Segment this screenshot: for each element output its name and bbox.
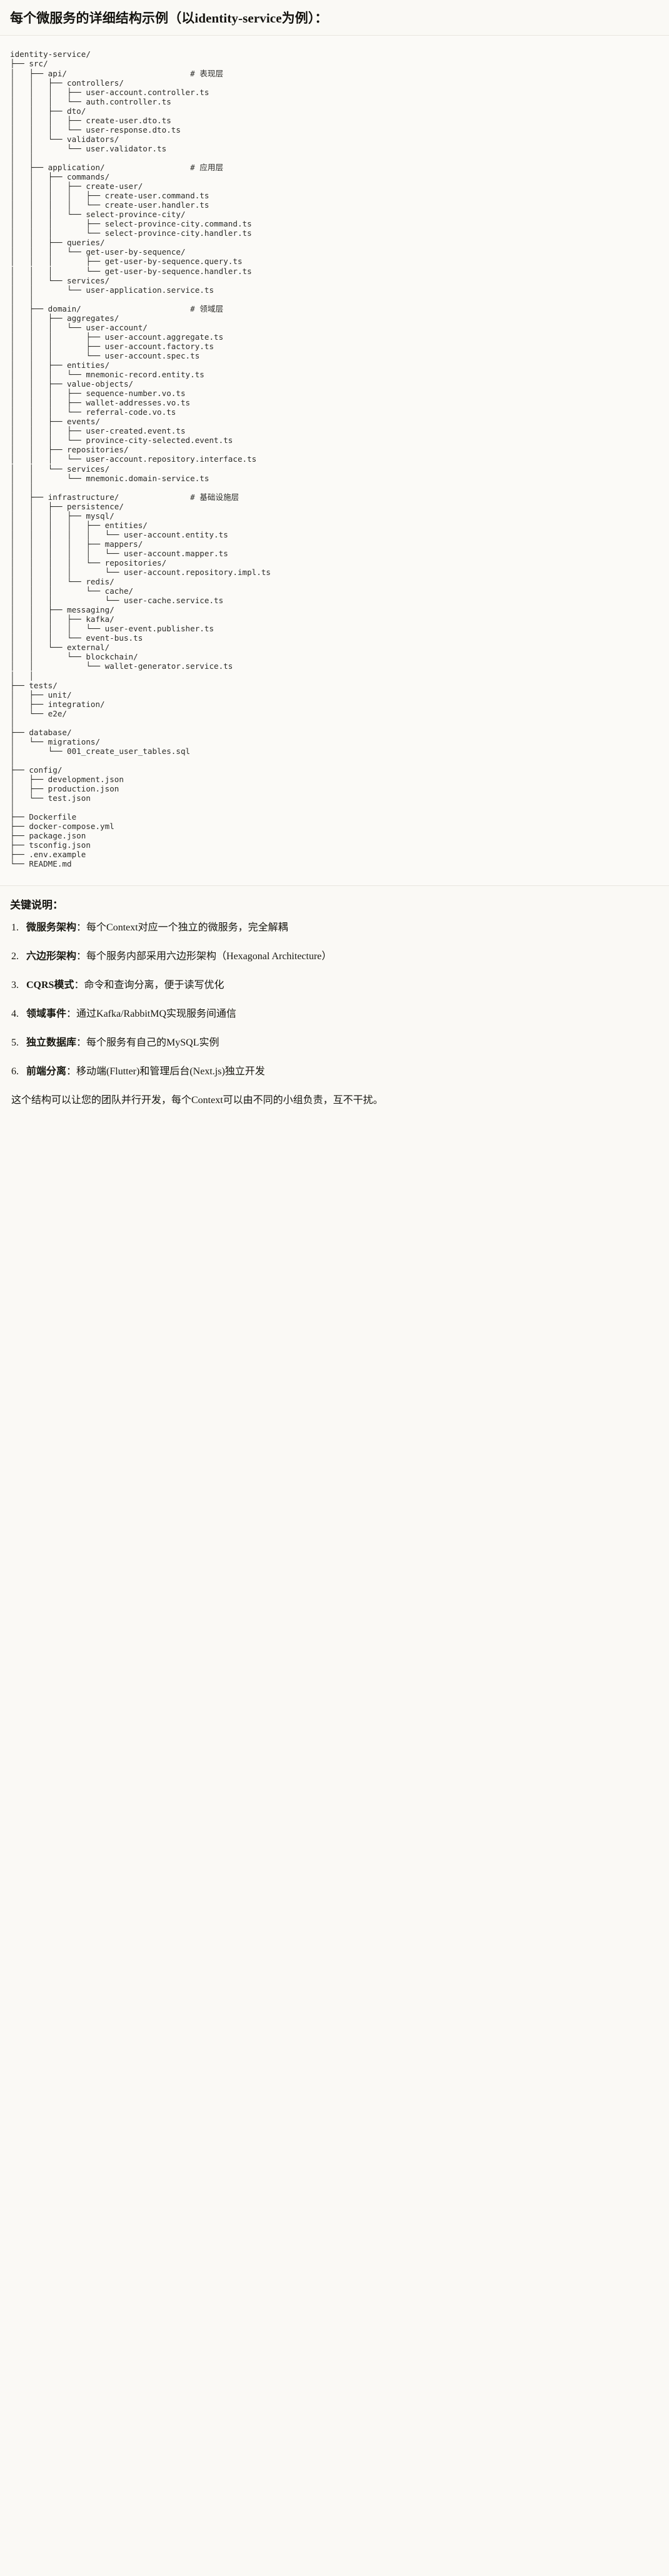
key-note-text: ：命令和查询分离，便于读写优化 [74, 979, 224, 990]
key-note-text: ：通过Kafka/RabbitMQ实现服务间通信 [66, 1008, 236, 1019]
heading-section: 每个微服务的详细结构示例（以identity-service为例）： [0, 0, 669, 36]
key-note-item: 微服务架构：每个Context对应一个独立的微服务，完全解耦 [10, 920, 659, 935]
key-note-item: 六边形架构：每个服务内部采用六边形架构（Hexagonal Architectu… [10, 949, 659, 964]
key-notes-title: 关键说明： [10, 899, 63, 911]
key-note-lead: 前端分离 [26, 1066, 67, 1077]
closing-paragraph: 这个结构可以让您的团队并行开发，每个Context可以由不同的小组负责，互不干扰… [11, 1094, 383, 1106]
key-note-lead: CQRS模式 [26, 979, 74, 990]
key-notes-section: 关键说明： 微服务架构：每个Context对应一个独立的微服务，完全解耦六边形架… [0, 885, 669, 1124]
key-note-lead: 微服务架构 [26, 922, 77, 933]
key-note-text: ：每个Context对应一个独立的微服务，完全解耦 [76, 922, 288, 933]
key-notes-list: 微服务架构：每个Context对应一个独立的微服务，完全解耦六边形架构：每个服务… [10, 920, 659, 1079]
key-note-lead: 领域事件 [26, 1008, 67, 1019]
document-page: 每个微服务的详细结构示例（以identity-service为例）： ident… [0, 0, 669, 1124]
key-note-text: ：每个服务有自己的MySQL实例 [76, 1037, 219, 1048]
key-note-text: ：移动端(Flutter)和管理后台(Next.js)独立开发 [66, 1066, 265, 1077]
directory-tree-block: identity-service/ ├── src/ │ ├── api/ # … [0, 36, 669, 886]
key-note-item: CQRS模式：命令和查询分离，便于读写优化 [10, 978, 659, 993]
page-title: 每个微服务的详细结构示例（以identity-service为例）： [10, 11, 328, 26]
key-note-text: ：每个服务内部采用六边形架构（Hexagonal Architecture） [76, 950, 332, 962]
key-note-lead: 六边形架构 [26, 950, 77, 962]
key-note-item: 领域事件：通过Kafka/RabbitMQ实现服务间通信 [10, 1007, 659, 1022]
directory-tree: identity-service/ ├── src/ │ ├── api/ # … [10, 49, 271, 869]
key-note-item: 前端分离：移动端(Flutter)和管理后台(Next.js)独立开发 [10, 1064, 659, 1079]
key-note-lead: 独立数据库 [26, 1037, 77, 1048]
key-note-item: 独立数据库：每个服务有自己的MySQL实例 [10, 1036, 659, 1051]
